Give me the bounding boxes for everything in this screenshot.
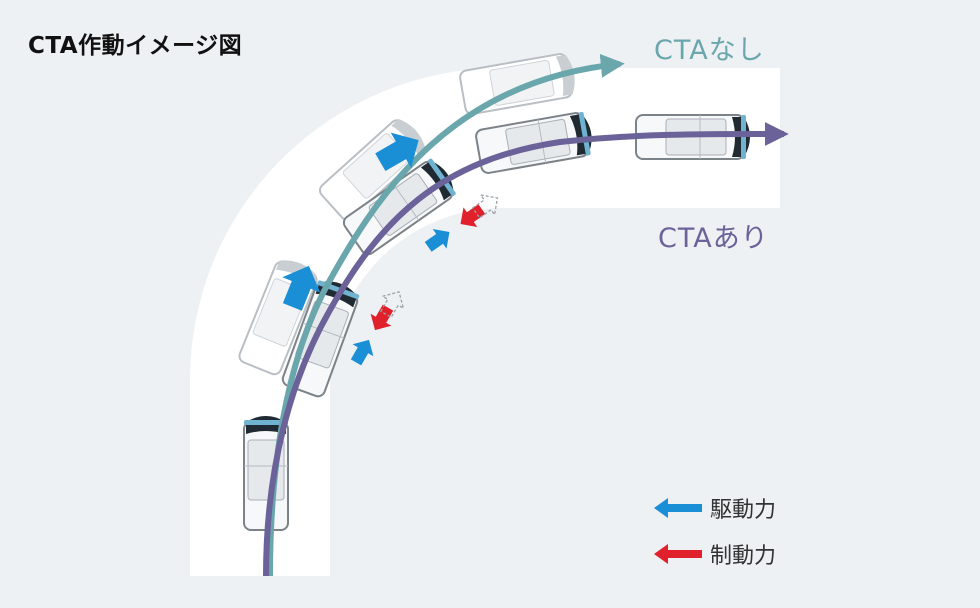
legend-brake-label: 制動力 — [710, 544, 777, 569]
label-without-cta: CTAなし — [654, 35, 765, 66]
diagram-title: CTA作動イメージ図 — [28, 33, 243, 59]
brake-arrow-icon — [654, 544, 702, 564]
brake-force-arrow — [364, 301, 399, 337]
drive-force-arrow — [421, 222, 457, 257]
legend-brake-force: 制動力 — [654, 538, 776, 570]
drive-arrow-icon — [654, 498, 702, 518]
drive-force-arrow — [345, 333, 380, 369]
label-with-cta: CTAあり — [658, 223, 769, 254]
legend-drive-force: 駆動力 — [654, 492, 776, 524]
legend-drive-label: 駆動力 — [710, 498, 777, 523]
path-with-cta — [263, 121, 789, 577]
